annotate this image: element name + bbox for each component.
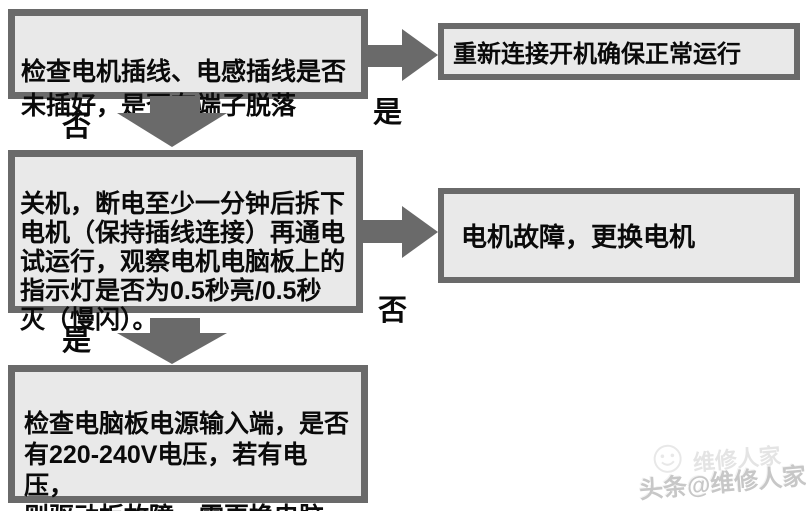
watermark-text: 头条@维修人家	[638, 462, 806, 505]
flow-box-check-power-input-text: 检查电脑板电源输入端，是否 有220-240V电压，若有电压， 则驱动板故障，需…	[24, 410, 350, 511]
smiley-face-icon	[653, 444, 682, 473]
branch-label-no: 否	[62, 111, 92, 143]
arrow-right-icon	[402, 206, 438, 258]
flow-box-check-power-input: 检查电脑板电源输入端，是否 有220-240V电压，若有电压， 则驱动板故障，需…	[8, 365, 368, 511]
flow-box-motor-fault: 电机故障，更换电机	[438, 188, 800, 283]
branch-label-yes: 是	[373, 97, 403, 129]
arrow-right-shaft	[366, 45, 402, 67]
arrow-down-icon	[117, 333, 227, 364]
flow-box-motor-fault-text: 电机故障，更换电机	[461, 222, 696, 252]
flow-box-reconnect-restart-text: 重新连接开机确保正常运行	[453, 41, 741, 68]
watermark-ghost-text: 维修人家	[692, 442, 782, 476]
flow-box-power-cycle-test: 关机，断电至少一分钟后拆下 电机（保持插线连接）再通电 试运行，观察电机电脑板上…	[8, 150, 363, 334]
arrow-down-shaft	[150, 96, 200, 113]
watermark: 维修人家 头条@维修人家	[633, 430, 806, 511]
flow-box-power-cycle-test-text: 关机，断电至少一分钟后拆下 电机（保持插线连接）再通电 试运行，观察电机电脑板上…	[20, 190, 346, 334]
branch-label-no: 否	[378, 295, 408, 327]
arrow-down-icon	[117, 113, 227, 147]
arrow-right-shaft	[361, 220, 402, 243]
flow-box-check-wiring: 检查电机插线、电感插线是否 未插好，是否有端子脱落	[8, 9, 368, 120]
branch-label-yes: 是	[62, 325, 92, 357]
arrow-down-shaft	[150, 318, 200, 333]
arrow-right-icon	[402, 29, 438, 81]
flow-box-reconnect-restart: 重新连接开机确保正常运行	[438, 23, 800, 80]
